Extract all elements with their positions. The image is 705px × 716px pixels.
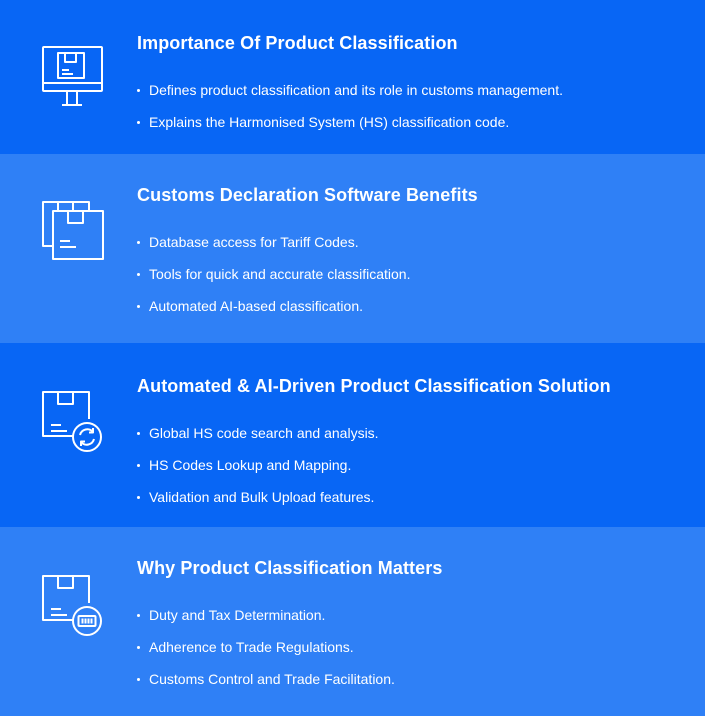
list-item: Global HS code search and analysis. [137, 417, 685, 449]
box-barcode-icon [40, 573, 106, 639]
list-item: HS Codes Lookup and Mapping. [137, 449, 685, 481]
list-item: Automated AI-based classification. [137, 290, 685, 322]
bullet-list: Database access for Tariff Codes. Tools … [137, 226, 685, 322]
stacked-documents-box-icon [40, 199, 106, 265]
section-product-classification-importance: Importance Of Product Classification Def… [0, 0, 705, 154]
section-title: Why Product Classification Matters [137, 558, 443, 578]
list-item: Tools for quick and accurate classificat… [137, 258, 685, 290]
computer-monitor-icon [40, 44, 106, 110]
box-refresh-icon [40, 389, 106, 455]
list-item: Database access for Tariff Codes. [137, 226, 685, 258]
list-item: Adherence to Trade Regulations. [137, 631, 685, 663]
section-title: Customs Declaration Software Benefits [137, 185, 478, 205]
list-item: Explains the Harmonised System (HS) clas… [137, 106, 685, 138]
section-content: Why Product Classification Matters Duty … [137, 557, 685, 695]
bullet-list: Defines product classification and its r… [137, 74, 685, 138]
section-title: Importance Of Product Classification [137, 33, 458, 53]
section-content: Automated & AI-Driven Product Classifica… [137, 375, 685, 513]
list-item: Customs Control and Trade Facilitation. [137, 663, 685, 695]
section-automated-ai-solution: Automated & AI-Driven Product Classifica… [0, 343, 705, 527]
section-why-classification-matters: Why Product Classification Matters Duty … [0, 527, 705, 716]
section-content: Customs Declaration Software Benefits Da… [137, 184, 685, 322]
section-content: Importance Of Product Classification Def… [137, 32, 685, 138]
list-item: Validation and Bulk Upload features. [137, 481, 685, 513]
bullet-list: Duty and Tax Determination. Adherence to… [137, 599, 685, 695]
section-title: Automated & AI-Driven Product Classifica… [137, 376, 611, 396]
list-item: Duty and Tax Determination. [137, 599, 685, 631]
list-item: Defines product classification and its r… [137, 74, 685, 106]
bullet-list: Global HS code search and analysis. HS C… [137, 417, 685, 513]
section-customs-software-benefits: Customs Declaration Software Benefits Da… [0, 154, 705, 343]
